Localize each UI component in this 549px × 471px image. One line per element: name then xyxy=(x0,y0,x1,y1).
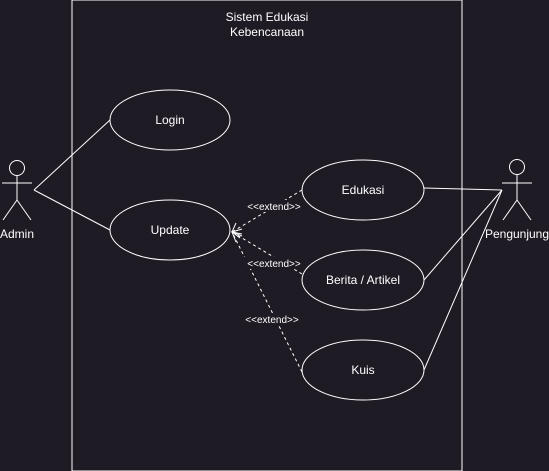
extend-label-bg-2 xyxy=(244,257,304,269)
use-case-kuis-label: Kuis xyxy=(351,363,374,377)
use-case-update[interactable]: Update xyxy=(109,199,231,261)
association-admin-update xyxy=(33,189,111,231)
use-case-edukasi-label: Edukasi xyxy=(342,183,385,197)
actor-admin-leg-left xyxy=(2,199,18,221)
arrowhead-kuis xyxy=(231,231,243,243)
actor-admin[interactable] xyxy=(2,160,32,221)
use-case-login[interactable]: Login xyxy=(109,89,231,151)
association-visitor-berita xyxy=(423,189,503,281)
extend-label-bg-3 xyxy=(242,313,302,325)
actor-admin-label: Admin xyxy=(0,227,34,241)
extend-label-bg-1 xyxy=(244,200,304,212)
actor-visitor-head-icon xyxy=(509,159,525,175)
use-case-update-shape xyxy=(109,199,231,261)
system-title-line1: Sistem Edukasi xyxy=(226,10,309,24)
actor-visitor-leg-left xyxy=(502,199,518,221)
actor-admin-leg-right xyxy=(16,199,32,221)
system-title-line2: Kebencanaan xyxy=(230,25,304,39)
use-case-kuis[interactable]: Kuis xyxy=(301,339,425,401)
extend-kuis-update xyxy=(231,231,303,373)
use-case-login-label: Login xyxy=(155,113,184,127)
use-case-edukasi-shape xyxy=(301,159,425,221)
extend-label-berita: <<extend>> xyxy=(247,259,301,270)
use-case-berita-label: Berita / Artikel xyxy=(326,273,400,287)
actor-visitor-label: Pengunjung xyxy=(485,227,549,241)
actor-visitor[interactable] xyxy=(502,159,532,221)
association-visitor-edukasi xyxy=(423,187,503,191)
actor-visitor-leg-right xyxy=(516,199,532,221)
use-case-update-label: Update xyxy=(151,223,190,237)
extend-label-edukasi: <<extend>> xyxy=(247,202,301,213)
extend-edukasi-update xyxy=(231,189,303,233)
extend-arrowheads xyxy=(230,222,243,243)
use-case-berita[interactable]: Berita / Artikel xyxy=(301,249,425,311)
association-admin-login xyxy=(33,119,111,191)
use-case-edukasi[interactable]: Edukasi xyxy=(301,159,425,221)
extend-label-kuis: <<extend>> xyxy=(245,315,299,326)
actor-admin-head-icon xyxy=(9,160,25,176)
use-case-berita-shape xyxy=(301,249,425,311)
use-case-login-shape xyxy=(109,89,231,151)
association-visitor-kuis xyxy=(423,189,503,371)
use-case-kuis-shape xyxy=(301,339,425,401)
